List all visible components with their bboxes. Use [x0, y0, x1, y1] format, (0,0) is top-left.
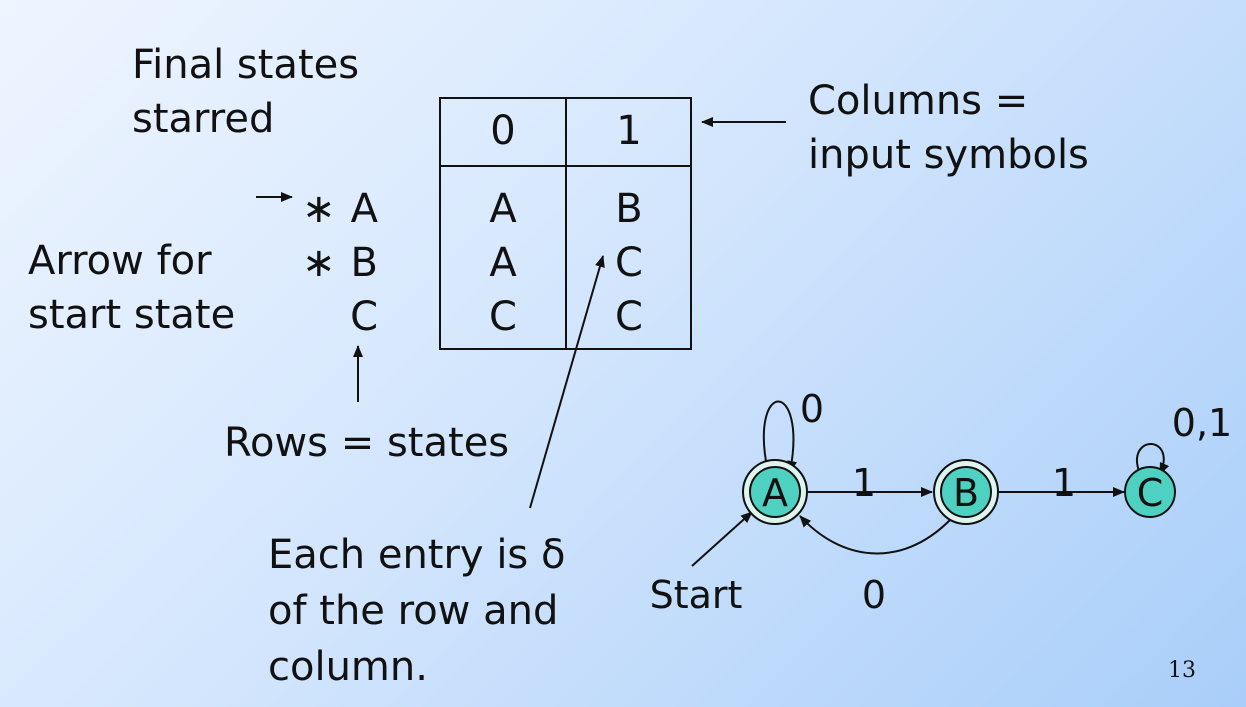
column-header-1: 1 — [616, 108, 642, 154]
column-header-0: 0 — [490, 108, 516, 154]
final-states-note-line2: starred — [132, 96, 275, 142]
row-label-b: B — [350, 240, 378, 286]
row-b-star: ∗ — [302, 240, 336, 286]
label-a-to-b: 1 — [852, 461, 876, 505]
state-c-label: C — [1137, 471, 1164, 515]
label-a-loop: 0 — [800, 387, 824, 431]
self-loop-a — [762, 400, 797, 473]
final-states-note-line1: Final states — [132, 42, 360, 88]
self-loop-c — [1136, 443, 1170, 475]
table-cell-c-1: C — [615, 294, 643, 340]
rows-note: Rows = states — [224, 420, 510, 466]
table-cell-a-0: A — [489, 186, 517, 232]
edge-b-to-a — [799, 515, 951, 555]
columns-note-line2: input symbols — [808, 132, 1089, 178]
state-b-label: B — [953, 471, 979, 515]
arrow-note-line1: Arrow for — [28, 238, 212, 284]
table-cell-b-0: A — [489, 240, 517, 286]
label-b-to-a: 0 — [862, 573, 886, 617]
entry-pointer-arrow — [529, 255, 605, 509]
page-number: 13 — [1168, 658, 1196, 683]
table-cell-a-1: B — [615, 186, 643, 232]
start-arrow — [691, 511, 753, 567]
row-a-star: ∗ — [302, 186, 336, 232]
arrow-note-line2: start state — [28, 292, 236, 338]
entry-note-line1: Each entry is δ — [268, 532, 566, 578]
state-c — [1124, 466, 1176, 518]
label-c-loop: 0,1 — [1172, 401, 1232, 445]
row-label-c: C — [350, 294, 378, 340]
state-b — [933, 459, 999, 525]
entry-note-line2: of the row and — [268, 588, 559, 634]
columns-note-line1: Columns = — [808, 78, 1029, 124]
table-cell-b-1: C — [615, 240, 643, 286]
state-a — [742, 459, 808, 525]
label-b-to-c: 1 — [1052, 461, 1076, 505]
row-label-a: A — [350, 186, 378, 232]
state-a-label: A — [762, 471, 788, 515]
entry-note-line3: column. — [268, 644, 428, 690]
transition-table-grid — [439, 97, 692, 350]
start-label: Start — [650, 573, 743, 617]
table-cell-c-0: C — [489, 294, 517, 340]
